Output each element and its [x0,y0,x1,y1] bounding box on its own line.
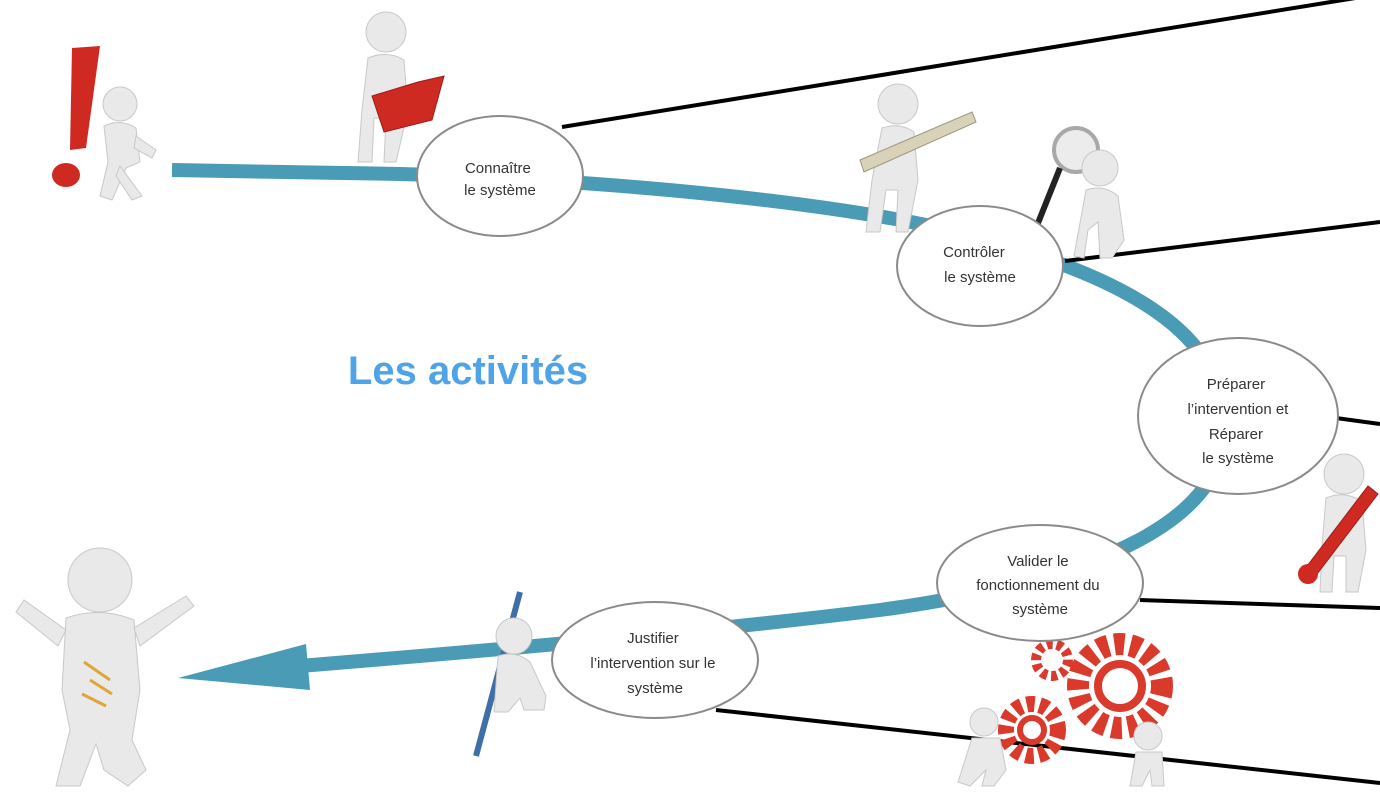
gear-large-icon [1067,633,1173,739]
step-valider: Valider le fonctionnement du système [936,524,1144,642]
person-with-ruler-icon [859,83,977,233]
step-justifier-line: système [627,680,683,697]
step-valider-line: système [1012,601,1068,618]
step-preparer-line: l’intervention et [1187,401,1289,418]
people-pushing-gears-icon [957,633,1173,787]
step-valider-line: Valider le [1007,553,1068,570]
step-valider-line: fonctionnement du [976,577,1099,594]
exclamation-bar [70,46,100,150]
step-preparer-line: Réparer [1209,426,1263,443]
step-justifier-line: l’intervention sur le [590,655,715,672]
person-with-exclamation-icon [52,46,157,201]
person-with-wrench-icon [1298,453,1379,593]
connector-line-controler [1064,220,1380,263]
step-connaitre-line: le système [464,182,536,199]
svg-text:Justifier l’intervention: Justifier l’intervention sur le système [590,630,719,697]
person-with-pen-icon [473,591,547,757]
exclamation-dot [52,163,80,187]
step-controler-line: Contrôler [943,244,1005,261]
step-controler-line: le système [944,269,1016,286]
diagram-title: Les activités [348,349,588,393]
connector-line-valider [1139,598,1380,610]
step-justifier-line: Justifier [627,630,679,647]
step-preparer-line: le système [1202,450,1274,467]
connector-line-connaitre [561,0,1356,129]
person-reading-book-icon [357,11,445,163]
step-preparer: Préparer l’intervention et Réparer le sy… [1137,337,1339,495]
path-arrowhead [178,644,310,690]
step-justifier: Justifier l’intervention sur le système [551,601,759,719]
person-celebrating-icon [15,547,195,787]
connector-line-preparer [1335,416,1380,426]
step-preparer-line: Préparer [1207,376,1265,393]
svg-text:Valider le fonctionnemen: Valider le fonctionnement du système [976,553,1104,618]
svg-text:Contrôler le système: Contrôler le système [943,244,1016,286]
step-connaitre: Connaître le système [416,115,584,237]
person-with-magnifier-icon [1033,126,1125,259]
step-connaitre-line: Connaître [465,160,531,177]
step-controler: Contrôler le système [896,205,1064,327]
svg-text:Connaître le système: Connaître le système [464,160,536,199]
gear-medium-icon [998,696,1066,764]
svg-text:Préparer l’intervention: Préparer l’intervention et Réparer le sy… [1187,376,1292,467]
gear-small-icon [1031,639,1073,681]
